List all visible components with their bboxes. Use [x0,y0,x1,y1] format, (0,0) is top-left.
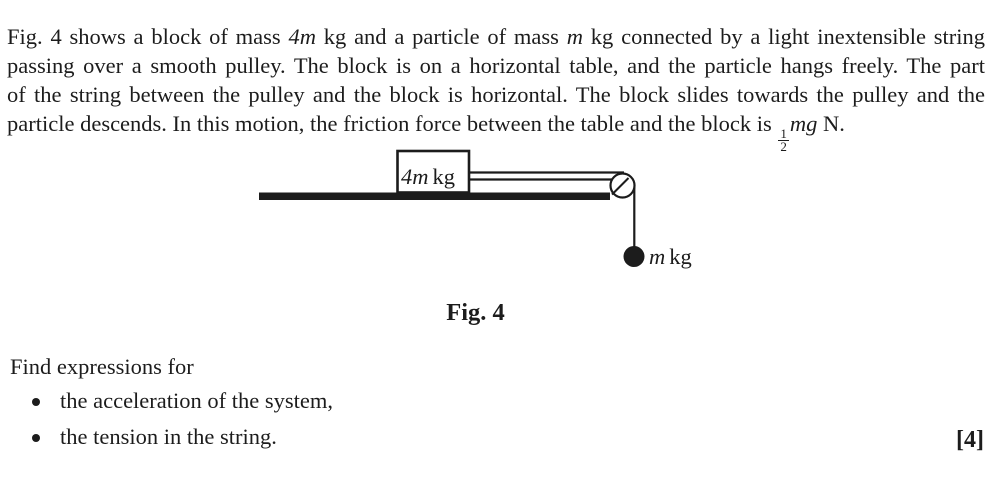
paragraph-line-3: of the string between the pulley and the… [7,80,985,109]
fraction-denominator: 2 [780,138,787,154]
bullet-item-tension: the tension in the string. [0,422,990,451]
table-surface [259,192,610,200]
marks-badge: [4] [956,427,984,453]
paragraph-line-2: passing over a smooth pulley. The block … [7,51,985,80]
particle-label-variable: m [649,244,665,269]
bullet-acceleration-text: the acceleration of the system, [60,388,334,413]
line1-text-a: Fig. 4 shows a block of mass [7,24,289,49]
line1-text-b: kg and a particle of mass [315,24,567,49]
bullet-dot-icon [31,434,40,442]
mass-m-variable: m [566,24,583,49]
line3-text: of the string between the pulley and the… [7,82,985,107]
fraction-numerator: 1 [778,125,789,141]
particle-m [623,246,645,267]
find-expressions-text: Find expressions for [10,354,194,379]
block-label-unit: kg [433,164,456,189]
bullet-tension-text: the tension in the string. [60,424,277,449]
paragraph-line-1: Fig. 4 shows a block of mass 4m kg and a… [7,22,985,51]
mg-variable: mg [789,111,818,136]
paragraph-line-4: particle descends. In this motion, the f… [7,109,985,153]
bullet-item-acceleration: the acceleration of the system, [0,386,990,415]
pulley-axle-mark [611,177,630,196]
pulley-wheel [609,172,636,199]
line1-text-c: kg connected by a light inextensible str… [582,24,985,49]
line4-text-a: particle descends. In this motion, the f… [7,111,778,136]
mass-4m-variable: 4m [288,24,316,49]
line2-text: passing over a smooth pulley. The block … [7,53,985,78]
newton-unit: N. [817,111,845,136]
particle-label-unit: kg [669,244,692,269]
question-paragraph: Fig. 4 shows a block of mass 4m kg and a… [7,22,985,153]
block-4m [396,149,471,194]
block-label-variable: 4m [401,164,429,189]
figure-caption: Fig. 4 [446,299,505,326]
bullet-dot-icon [31,398,40,406]
